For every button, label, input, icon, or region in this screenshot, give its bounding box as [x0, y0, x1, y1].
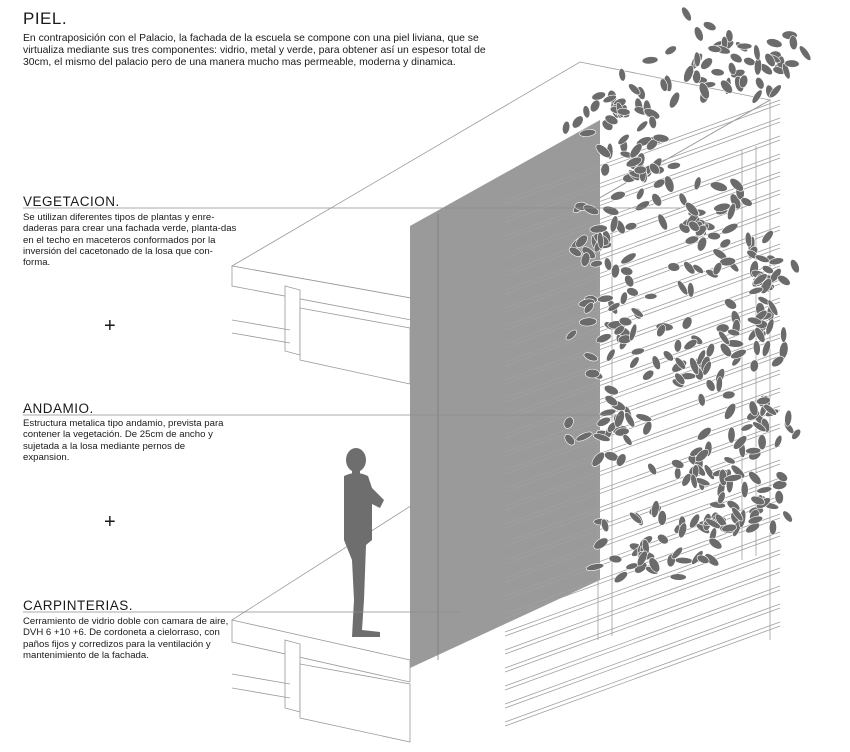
- human-figure: [344, 448, 384, 637]
- section-text-carpinterias: Cerramiento de vidrio doble con camara d…: [23, 616, 229, 661]
- section-text-vegetacion: Se utilizan diferentes tipos de plantas …: [23, 212, 237, 269]
- leader-lines: [23, 207, 680, 613]
- glass-panel: [410, 120, 600, 668]
- main-title: PIEL.: [23, 9, 68, 28]
- intro-paragraph: En contraposición con el Palacio, la fac…: [23, 33, 486, 69]
- section-title-andamio: ANDAMIO.: [23, 401, 94, 416]
- section-text-andamio: Estructura metalica tipo andamio, previs…: [23, 418, 224, 463]
- section-title-carpinterias: CARPINTERIAS.: [23, 598, 134, 613]
- plus-symbol-lower: +: [104, 511, 116, 533]
- vegetation-leaves: [562, 6, 812, 584]
- section-title-vegetacion: VEGETACION.: [23, 194, 120, 209]
- plus-symbol-upper: +: [104, 315, 116, 337]
